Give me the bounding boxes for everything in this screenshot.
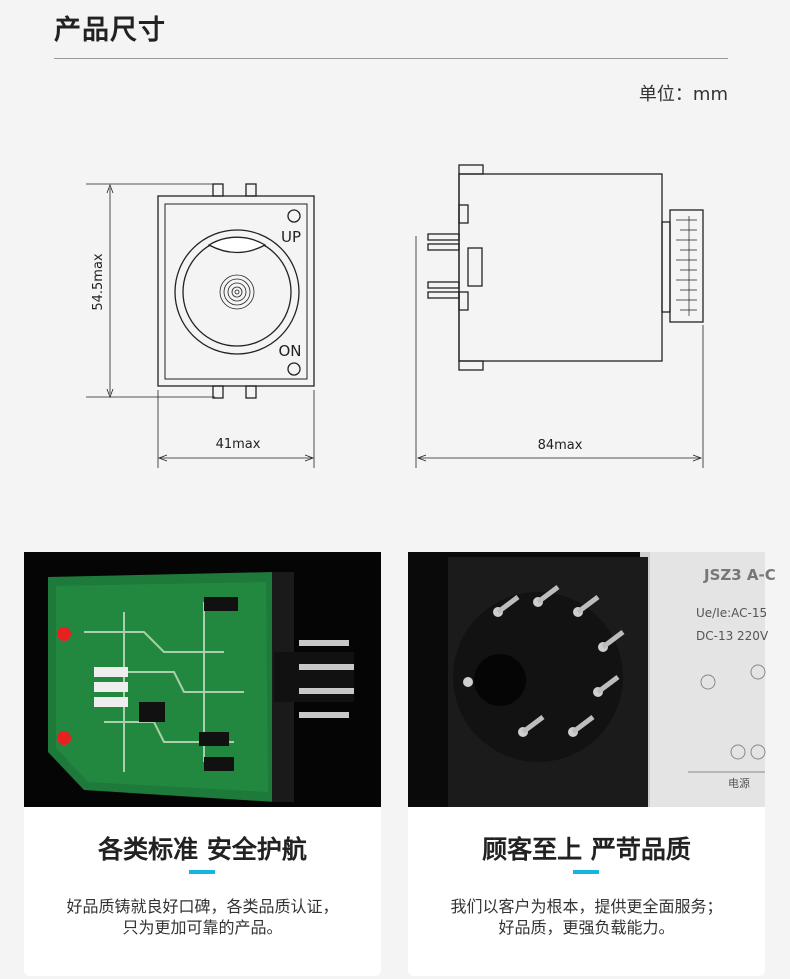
feature-card-quality: JSZ3 A-C Ue/Ie:AC-15 DC-13 220V 电源 顾客至上 … <box>408 552 776 976</box>
relay-rating-label: Ue/Ie:AC-15 <box>696 606 767 620</box>
title-accent-bar <box>573 870 599 874</box>
feature-title: 各类标准 安全护航 <box>98 835 307 864</box>
on-indicator-hole <box>287 362 301 376</box>
title-divider <box>54 58 728 59</box>
side-view <box>427 164 704 371</box>
relay-voltage-label: DC-13 220V <box>696 629 769 643</box>
height-dimension-label: 54.5max <box>91 253 106 311</box>
pcb-photo <box>24 552 381 807</box>
feature-description: 好品质铸就良好口碑，各类品质认证，只为更加可靠的产品。 <box>66 897 339 937</box>
feature-description: 我们以客户为根本，提供更全面服务；好品质，更强负载能力。 <box>450 897 723 937</box>
up-indicator-hole <box>287 209 301 223</box>
relay-base-photo: JSZ3 A-C Ue/Ie:AC-15 DC-13 220V 电源 <box>408 552 776 807</box>
width-dimension-label: 41max <box>216 437 261 452</box>
feature-title: 顾客至上 严苛品质 <box>482 835 691 864</box>
unit-label: 单位：mm <box>638 84 728 105</box>
section-title: 产品尺寸 <box>54 15 166 46</box>
feature-card-standards: 各类标准 安全护航 好品质铸就良好口碑，各类品质认证，只为更加可靠的产品。 <box>24 552 381 976</box>
relay-power-label: 电源 <box>728 776 750 790</box>
title-accent-bar <box>189 870 215 874</box>
relay-model-label: JSZ3 A-C <box>703 566 776 584</box>
knob-up-label: UP <box>281 228 301 246</box>
knob-on-label: ON <box>278 342 301 360</box>
dimension-drawing: UP ON 54.5max 41max 84max <box>86 164 704 468</box>
front-view <box>157 183 315 399</box>
depth-dimension-label: 84max <box>538 438 583 453</box>
